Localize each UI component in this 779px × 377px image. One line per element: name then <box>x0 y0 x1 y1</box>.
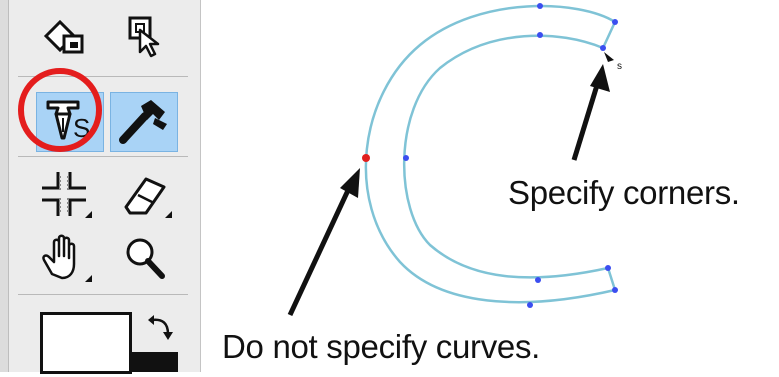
hand-icon <box>42 234 76 280</box>
start-anchor-point[interactable] <box>362 154 370 162</box>
anchor-point[interactable] <box>600 45 606 51</box>
tool-object-select[interactable] <box>110 6 178 66</box>
paint-bucket-icon <box>43 19 84 54</box>
tool-eraser[interactable] <box>110 164 178 224</box>
canvas-area: s Specify corners. Do not specify curves… <box>200 0 779 372</box>
brush-icon <box>119 100 167 144</box>
anchor-point[interactable] <box>612 287 618 293</box>
toolbox-edge <box>0 0 9 372</box>
submenu-indicator <box>85 211 92 218</box>
pen-cursor-icon: s <box>604 52 622 72</box>
toolbox-panel: S <box>0 0 201 374</box>
magnifier-icon <box>126 238 165 279</box>
eraser-icon <box>124 177 166 215</box>
tool-crop[interactable] <box>30 164 98 224</box>
anchor-point[interactable] <box>527 302 533 308</box>
annotation-corners: Specify corners. <box>508 174 740 211</box>
tool-brush[interactable] <box>110 92 178 152</box>
background-color-swatch[interactable] <box>132 352 178 372</box>
annotation-curves: Do not specify curves. <box>222 328 541 365</box>
toolbox-divider <box>18 156 188 157</box>
tool-hand[interactable] <box>30 228 98 288</box>
toolbox-divider <box>18 294 188 295</box>
svg-text:s: s <box>617 61 622 72</box>
submenu-indicator <box>165 211 172 218</box>
path-illustration: s <box>287 3 622 317</box>
anchor-point[interactable] <box>537 3 543 9</box>
anchor-point[interactable] <box>537 32 543 38</box>
anchor-point[interactable] <box>612 19 618 25</box>
anchor-point[interactable] <box>535 277 541 283</box>
c-shape-path <box>364 4 617 304</box>
anchor-point[interactable] <box>403 155 409 161</box>
tool-paint-bucket[interactable] <box>30 6 98 66</box>
crop-icon <box>42 172 86 216</box>
anchor-point[interactable] <box>605 265 611 271</box>
toolbox-divider <box>18 76 188 77</box>
foreground-color-swatch[interactable] <box>40 312 132 374</box>
arrow-to-corner <box>571 64 610 161</box>
tool-zoom[interactable] <box>110 228 178 288</box>
arrow-to-curve <box>287 168 360 317</box>
object-select-icon <box>128 16 160 58</box>
swap-colors-icon[interactable] <box>146 312 176 344</box>
highlight-circle <box>18 68 102 152</box>
submenu-indicator <box>85 275 92 282</box>
